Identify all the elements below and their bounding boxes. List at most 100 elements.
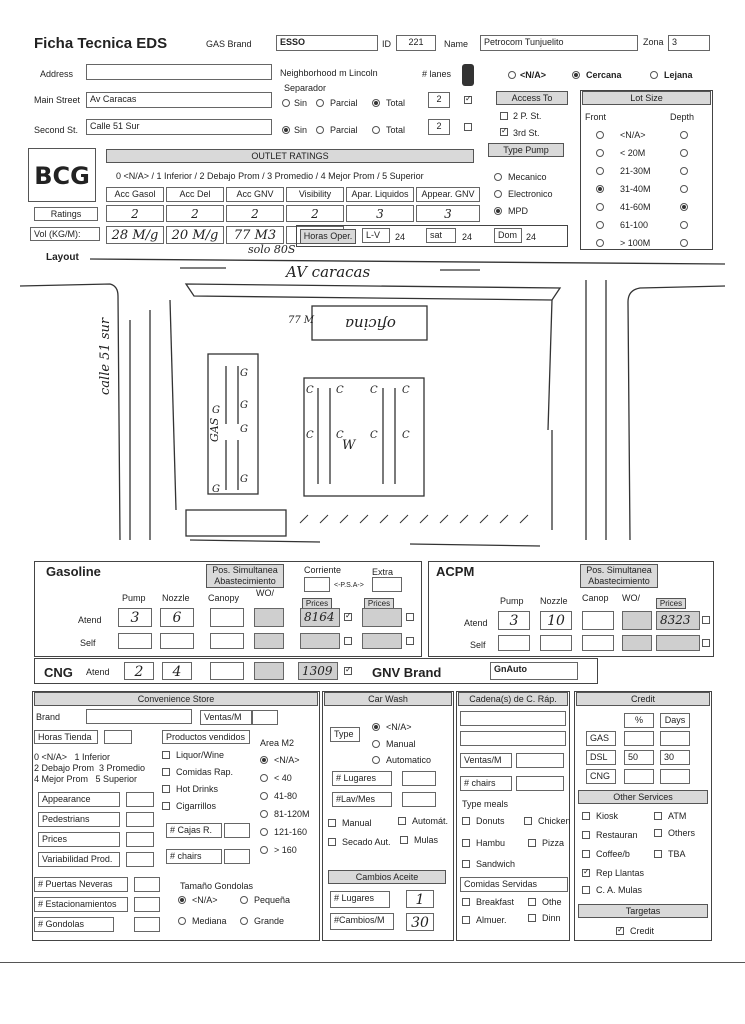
cambios-cambios-field[interactable]: 30	[406, 913, 434, 931]
estacion-field[interactable]	[134, 897, 160, 912]
store-product-checkbox[interactable]	[162, 785, 170, 793]
lot-depth-radio[interactable]	[680, 221, 688, 229]
store-area-radio[interactable]	[260, 756, 268, 764]
cadena-field-2[interactable]	[460, 731, 566, 746]
lanes-second-field[interactable]: 2	[428, 119, 450, 135]
cng-canopy-field[interactable]	[210, 662, 244, 680]
location-na-radio[interactable]	[508, 71, 516, 79]
store-area-radio[interactable]	[260, 828, 268, 836]
rating-value-field[interactable]: 2	[106, 205, 164, 222]
lot-front-radio[interactable]	[596, 185, 604, 193]
rep-llantas-checkbox[interactable]	[582, 867, 590, 877]
sandwich-checkbox[interactable]	[462, 860, 470, 868]
lot-front-radio[interactable]	[596, 221, 604, 229]
cadena-ventas-field[interactable]	[516, 753, 564, 768]
lot-front-radio[interactable]	[596, 149, 604, 157]
donuts-checkbox[interactable]	[462, 817, 470, 825]
gas-price2-field[interactable]	[362, 608, 402, 627]
gas-self-wo[interactable]	[254, 633, 284, 649]
lot-depth-radio[interactable]	[680, 203, 688, 211]
third-st-checkbox[interactable]	[500, 126, 508, 136]
gas-nozzle-field[interactable]: 6	[160, 608, 194, 627]
credit-dsl-days[interactable]: 30	[660, 750, 690, 765]
credit-gas-days[interactable]	[660, 731, 690, 746]
gas-self-price-checkbox[interactable]	[344, 637, 352, 645]
carwash-na-radio[interactable]	[372, 723, 380, 731]
hambu-checkbox[interactable]	[462, 839, 470, 847]
cajas-field[interactable]	[224, 823, 250, 838]
gas-canopy-field[interactable]	[210, 608, 244, 627]
gas-self-price2[interactable]	[362, 633, 402, 649]
vol-value-field[interactable]: 77 M3	[226, 226, 284, 244]
acpm-wo-field[interactable]	[622, 611, 652, 630]
cercana-radio[interactable]	[572, 71, 580, 79]
carwash-mulas-checkbox[interactable]	[400, 836, 408, 844]
store-brand-field[interactable]	[86, 709, 192, 724]
second-st-field[interactable]: Calle 51 Sur	[86, 119, 272, 135]
lanes-second-checkbox[interactable]	[464, 123, 472, 131]
acpm-price-field[interactable]: 8323	[656, 611, 700, 630]
cng-nozzle-field[interactable]: 4	[162, 662, 192, 680]
vol-value-field[interactable]: 28 M/g	[106, 226, 164, 244]
store-rating-field[interactable]	[126, 812, 154, 827]
credit-dsl-pct[interactable]: 50	[624, 750, 654, 765]
tamano-na-radio[interactable]	[178, 896, 186, 904]
acpm-self-pump[interactable]	[498, 635, 530, 651]
lot-depth-radio[interactable]	[680, 131, 688, 139]
gondolas-field[interactable]	[134, 917, 160, 932]
total-radio-main[interactable]	[372, 99, 380, 107]
store-area-radio[interactable]	[260, 774, 268, 782]
rating-value-field[interactable]: 2	[286, 205, 344, 222]
breakfast-checkbox[interactable]	[462, 898, 470, 906]
carwash-automat-checkbox[interactable]	[398, 817, 406, 825]
carwash-auto-radio[interactable]	[372, 756, 380, 764]
gas-self-nozzle[interactable]	[160, 633, 194, 649]
cng-pump-field[interactable]: 2	[124, 662, 154, 680]
mediana-radio[interactable]	[178, 917, 186, 925]
credit-cng-days[interactable]	[660, 769, 690, 784]
gas-brand-field[interactable]: ESSO	[276, 35, 378, 51]
acpm-price-checkbox[interactable]	[702, 616, 710, 624]
id-field[interactable]: 221	[396, 35, 436, 51]
tba-checkbox[interactable]	[654, 850, 662, 858]
name-field[interactable]: Petrocom Tunjuelito	[480, 35, 638, 51]
dinn-checkbox[interactable]	[528, 914, 536, 922]
credit-card-checkbox[interactable]	[616, 925, 624, 935]
lot-depth-radio[interactable]	[680, 149, 688, 157]
others-checkbox[interactable]	[654, 829, 662, 837]
zona-field[interactable]: 3	[668, 35, 710, 51]
electronico-radio[interactable]	[494, 190, 502, 198]
rating-value-field[interactable]: 3	[346, 205, 414, 222]
cadena-chairs-field[interactable]	[516, 776, 564, 791]
chicken-checkbox[interactable]	[524, 817, 532, 825]
carwash-manual2-checkbox[interactable]	[328, 819, 336, 827]
lot-front-radio[interactable]	[596, 203, 604, 211]
rating-value-field[interactable]: 2	[166, 205, 224, 222]
lanes-main-checkbox[interactable]	[464, 94, 472, 104]
mecanico-radio[interactable]	[494, 173, 502, 181]
store-product-checkbox[interactable]	[162, 768, 170, 776]
cadena-field-1[interactable]	[460, 711, 566, 726]
lot-front-radio[interactable]	[596, 167, 604, 175]
store-chairs-field[interactable]	[224, 849, 250, 864]
lot-depth-radio[interactable]	[680, 167, 688, 175]
extra-field[interactable]	[372, 577, 402, 592]
gnv-brand-field[interactable]: GnAuto	[490, 662, 578, 680]
sin-radio-main[interactable]	[282, 99, 290, 107]
puertas-field[interactable]	[134, 877, 160, 892]
sin-radio-second[interactable]	[282, 126, 290, 134]
vol-value-field[interactable]: 20 M/g	[166, 226, 224, 244]
grande-radio[interactable]	[240, 917, 248, 925]
lejana-radio[interactable]	[650, 71, 658, 79]
lanes-main-field[interactable]: 2	[428, 92, 450, 108]
store-product-checkbox[interactable]	[162, 802, 170, 810]
parcial-radio-main[interactable]	[316, 99, 324, 107]
store-product-checkbox[interactable]	[162, 751, 170, 759]
almuer-checkbox[interactable]	[462, 916, 470, 924]
acpm-self-price-checkbox[interactable]	[702, 639, 710, 647]
pequena-radio[interactable]	[240, 896, 248, 904]
carwash-manual-radio[interactable]	[372, 740, 380, 748]
cng-price-checkbox[interactable]	[344, 665, 352, 675]
gas-self-price2-checkbox[interactable]	[406, 637, 414, 645]
store-ventas-field[interactable]	[252, 710, 278, 725]
